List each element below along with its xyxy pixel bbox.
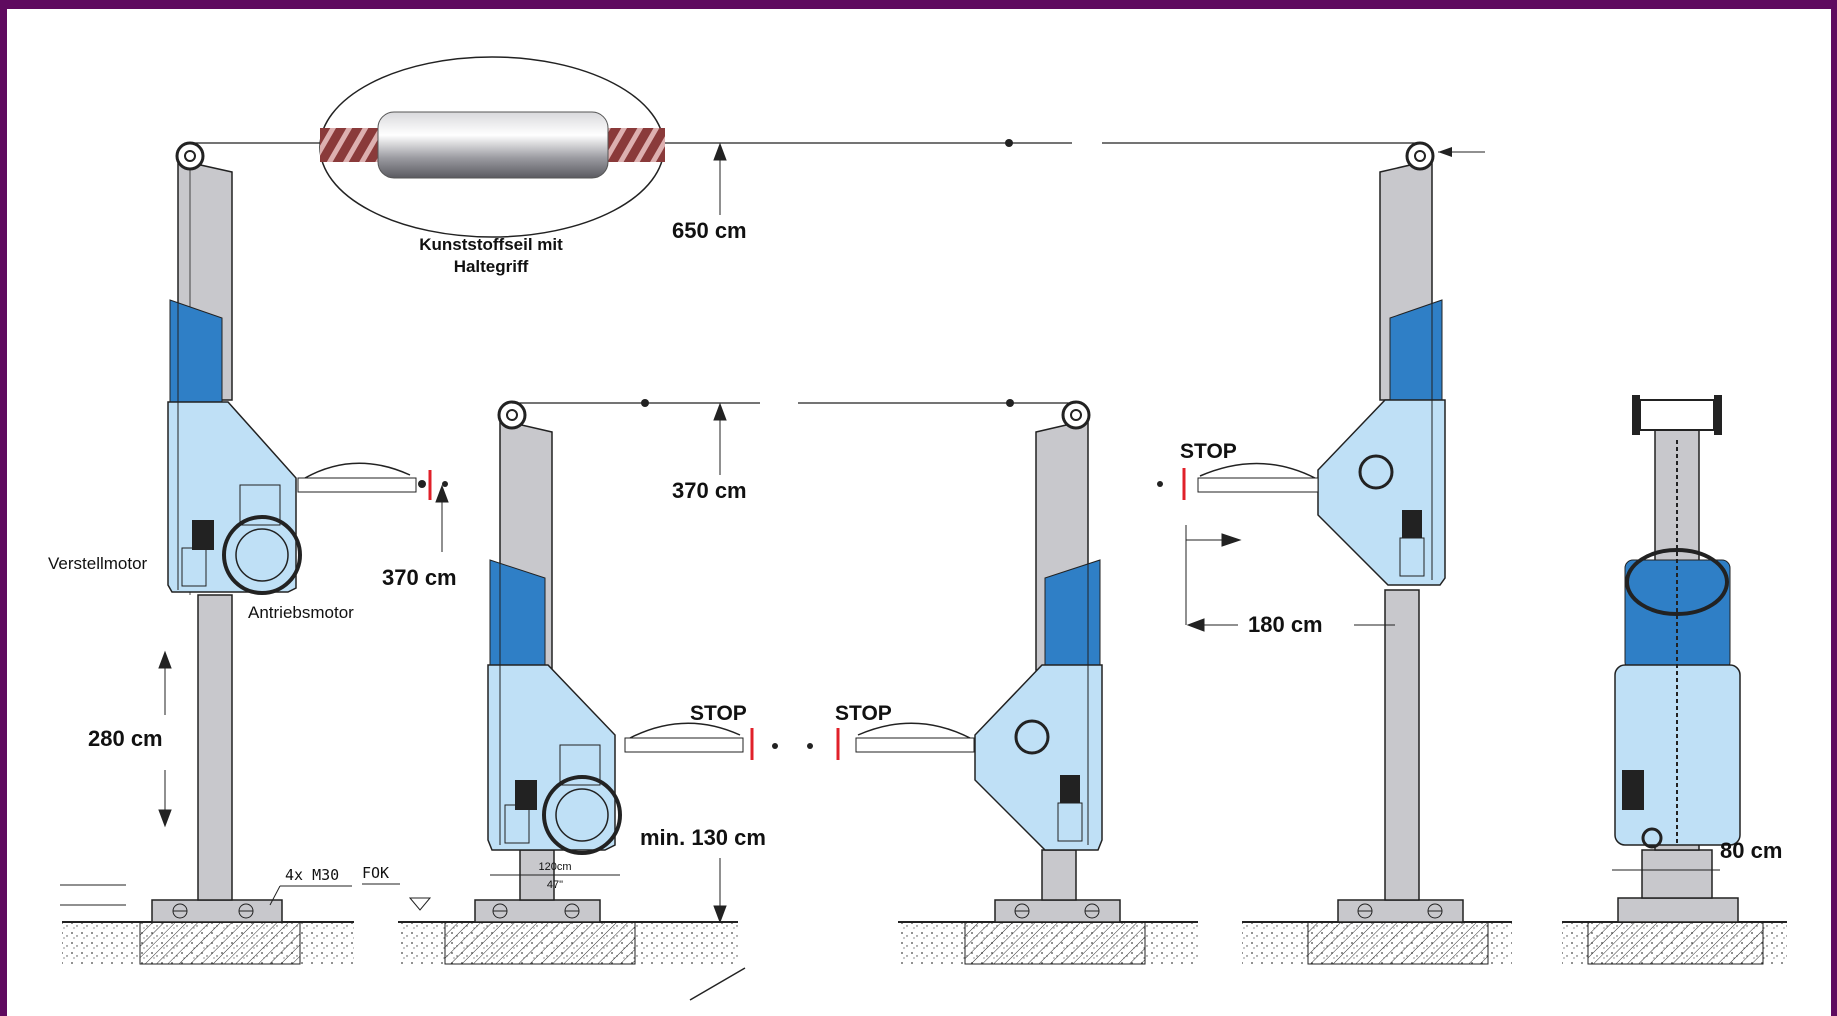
stop-label-2: STOP bbox=[690, 702, 747, 725]
bolts-label: 4x M30 bbox=[285, 866, 339, 884]
dim-370-side-label: 370 cm bbox=[382, 565, 457, 590]
stop-label-1: STOP bbox=[1180, 440, 1237, 463]
dim-370-top-label: 370 cm bbox=[672, 478, 747, 503]
frame-left-border bbox=[0, 0, 7, 1016]
ground-2 bbox=[398, 921, 738, 965]
motor-icon bbox=[222, 484, 302, 595]
ground-4 bbox=[1242, 921, 1512, 965]
antriebsmotor-label: Antriebsmotor bbox=[248, 603, 354, 622]
fok-label: FOK bbox=[362, 864, 389, 882]
mast-2 bbox=[474, 400, 622, 923]
dim-130-label: min. 130 cm bbox=[640, 825, 766, 850]
stop-label-3: STOP bbox=[835, 702, 892, 725]
pulley-icon bbox=[175, 141, 205, 171]
dim-280-label: 280 cm bbox=[88, 726, 163, 751]
ground-5 bbox=[1562, 921, 1787, 965]
boom-4 bbox=[1157, 462, 1319, 500]
mast-3 bbox=[974, 400, 1121, 923]
mast-4 bbox=[1317, 141, 1464, 923]
dim-120-label: 120cm bbox=[538, 861, 571, 873]
frame-top-border bbox=[0, 0, 1837, 9]
boom-3 bbox=[836, 722, 975, 760]
dim-180-label: 180 cm bbox=[1248, 612, 1323, 637]
dim-47-label: 47" bbox=[547, 879, 563, 891]
dim-80-label: 80 cm bbox=[1720, 838, 1782, 863]
rope-caption-line2: Haltegriff bbox=[454, 257, 529, 276]
rope-icon bbox=[319, 56, 665, 238]
rope-caption-line1: Kunststoffseil mit bbox=[419, 235, 563, 254]
frame-right-border bbox=[1831, 0, 1837, 1016]
verstellmotor-label: Verstellmotor bbox=[48, 554, 148, 573]
boom-1 bbox=[297, 462, 448, 500]
ground-3 bbox=[898, 921, 1198, 965]
mast-5-side-view bbox=[1614, 395, 1741, 923]
mast-1 bbox=[151, 141, 302, 923]
section-line bbox=[689, 967, 746, 1001]
level-marker-icon bbox=[408, 897, 432, 911]
ground-1 bbox=[62, 921, 354, 965]
dim-650-label: 650 cm bbox=[672, 218, 747, 243]
dim-arrows bbox=[60, 142, 1720, 924]
middle-rope bbox=[512, 399, 1076, 407]
boom-2 bbox=[624, 722, 813, 760]
